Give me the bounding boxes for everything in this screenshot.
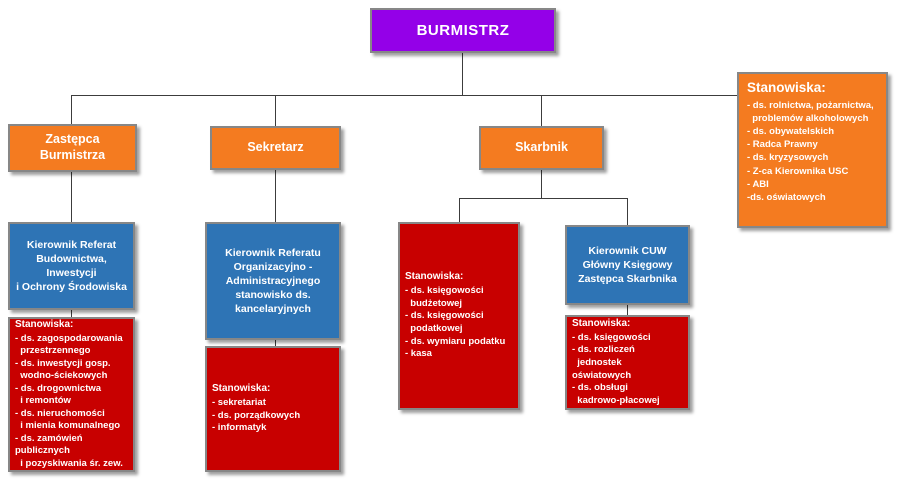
org-head-box: Kierownik Referatu Organizacyjno - Admin… <box>205 222 341 340</box>
connector-secretary-down <box>275 95 276 126</box>
building-staff-items: - ds. zagospodarowania przestrzennego - … <box>15 332 123 469</box>
org-staff-box: Stanowiska: - sekretariat - ds. porządko… <box>205 346 341 472</box>
mayor-positions-title: Stanowiska: <box>747 80 826 95</box>
cuw-head-label: Kierownik CUW Główny Księgowy Zastępca S… <box>578 244 677 286</box>
org-head-label: Kierownik Referatu Organizacyjno - Admin… <box>225 246 321 316</box>
treasurer-box: Skarbnik <box>479 126 604 170</box>
deputy-label: Zastępca Burmistrza <box>39 132 106 162</box>
connector-orghead-to-staff <box>275 340 276 346</box>
treasurer-label: Skarbnik <box>515 140 568 155</box>
org-staff-items: - sekretariat - ds. porządkowych - infor… <box>212 397 301 434</box>
cuw-staff-items: - ds. księgowości - ds. rozliczeń jednos… <box>572 331 660 406</box>
building-head-box: Kierownik Referat Budownictwa, Inwestycj… <box>8 222 135 310</box>
building-staff-title: Stanowiska: <box>15 318 74 330</box>
connector-secretary-to-head <box>275 170 276 222</box>
deputy-box: Zastępca Burmistrza <box>8 124 137 172</box>
building-staff-box: Stanowiska: - ds. zagospodarowania przes… <box>8 317 135 472</box>
building-head-label: Kierownik Referat Budownictwa, Inwestycj… <box>16 238 127 294</box>
connector-deputy-down <box>71 95 72 124</box>
mayor-positions-items: - ds. rolnictwa, pożarnictwa, problemów … <box>747 100 874 203</box>
connector-treasurer-down <box>541 95 542 126</box>
cuw-head-box: Kierownik CUW Główny Księgowy Zastępca S… <box>565 225 690 305</box>
connector-treasurer-horizontal <box>459 198 628 199</box>
burmistrz-box: BURMISTRZ <box>370 8 556 53</box>
burmistrz-label: BURMISTRZ <box>416 22 510 39</box>
secretary-box: Sekretarz <box>210 126 341 170</box>
secretary-label: Sekretarz <box>247 140 304 155</box>
mayor-positions-box: Stanowiska: - ds. rolnictwa, pożarnictwa… <box>737 72 888 228</box>
connector-head-to-staff <box>71 310 72 317</box>
connector-finance-down <box>459 198 460 222</box>
connector-level1-horizontal <box>71 95 737 96</box>
cuw-staff-box: Stanowiska: - ds. księgowości - ds. rozl… <box>565 315 690 410</box>
finance-staff-box: Stanowiska: - ds. księgowości budżetowej… <box>398 222 520 410</box>
connector-cuw-down <box>627 198 628 225</box>
connector-cuwhead-to-staff <box>627 305 628 315</box>
org-staff-title: Stanowiska: <box>212 383 271 395</box>
finance-staff-title: Stanowiska: <box>405 271 464 283</box>
connector-treasurer-stem <box>541 170 542 198</box>
connector-root-down <box>462 53 463 95</box>
cuw-staff-title: Stanowiska: <box>572 317 631 329</box>
finance-staff-items: - ds. księgowości budżetowej - ds. księg… <box>405 285 506 360</box>
connector-deputy-to-head <box>71 172 72 222</box>
